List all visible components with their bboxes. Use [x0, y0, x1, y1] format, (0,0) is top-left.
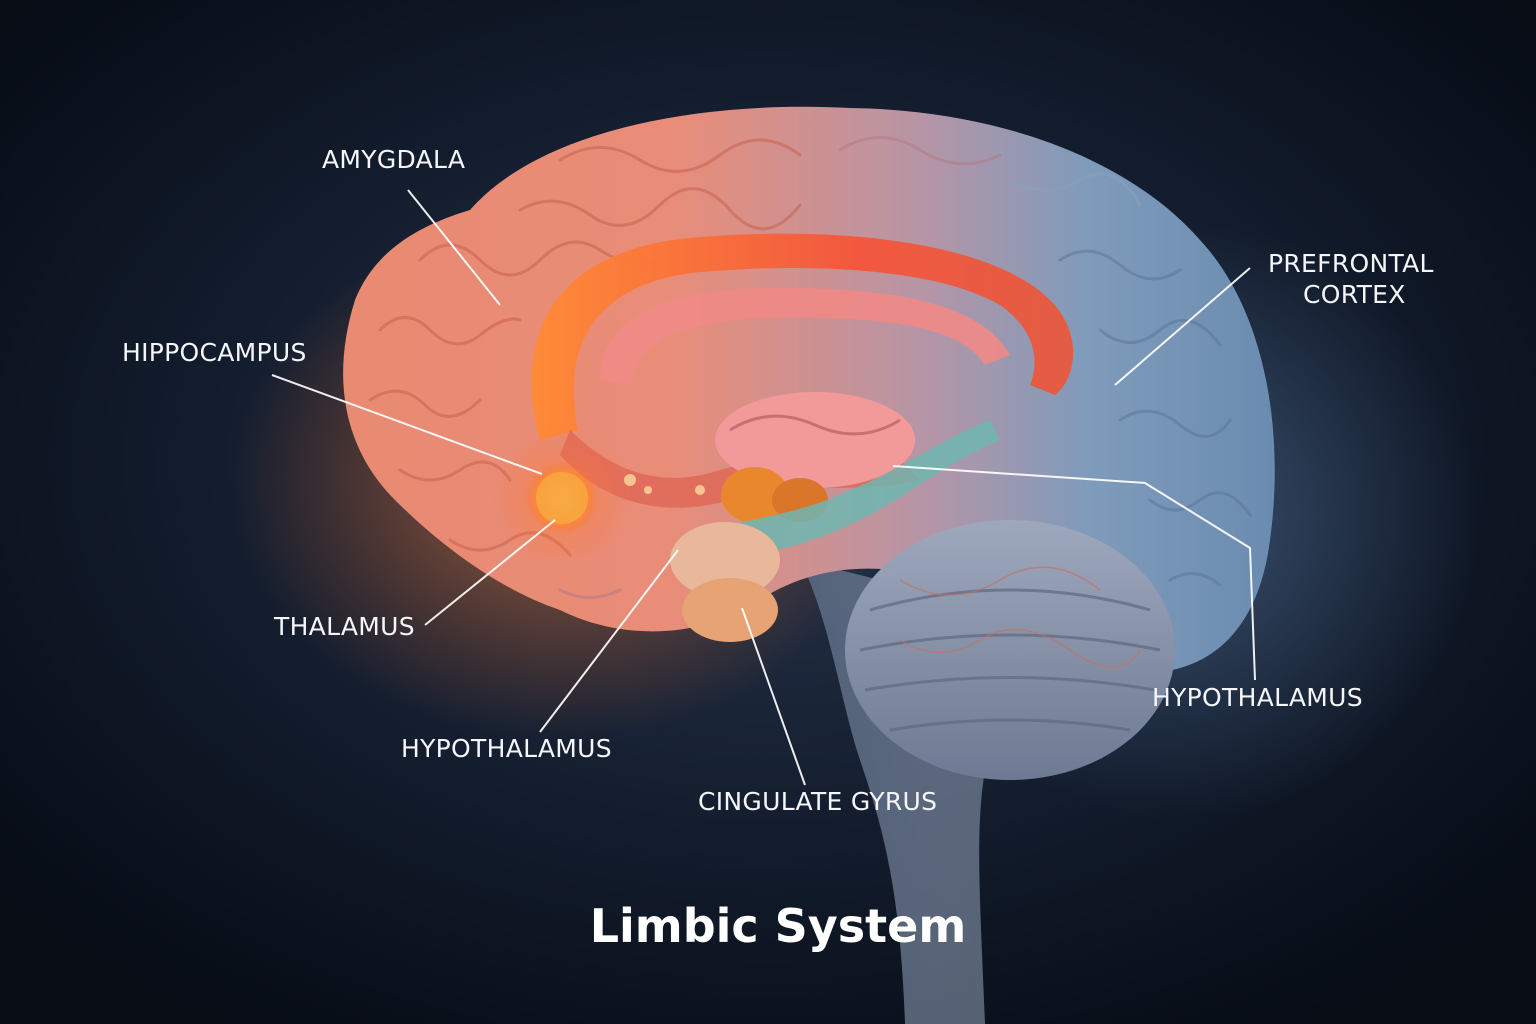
hippocampus-leader: [271, 374, 543, 475]
cingulate-gyrus-leader: [741, 607, 806, 786]
label-thalamus: THALAMUS: [273, 612, 415, 641]
label-hippocampus: HIPPOCAMPUS: [122, 338, 307, 367]
limbic-structures: [492, 233, 1074, 642]
cerebellum: [845, 520, 1175, 780]
label-prefrontal-cortex-line2: CORTEX: [1303, 280, 1406, 309]
hypothalamus-left-leader: [539, 549, 679, 733]
label-hypothalamus-right: HYPOTHALAMUS: [1152, 683, 1363, 712]
prefrontal-cortex-leader: [1114, 267, 1251, 386]
label-hypothalamus-left: HYPOTHALAMUS: [401, 734, 612, 763]
thalamus-leader: [424, 519, 556, 626]
hypothalamus-right-leader: [892, 465, 1256, 681]
leader-lines: [271, 189, 1256, 786]
label-amygdala: AMYGDALA: [322, 145, 465, 174]
amygdala-leader: [407, 189, 501, 306]
diagram-title: Limbic System: [590, 899, 967, 953]
label-cingulate-gyrus: CINGULATE GYRUS: [698, 787, 937, 816]
label-prefrontal-cortex-line1: PREFRONTAL: [1268, 249, 1434, 278]
